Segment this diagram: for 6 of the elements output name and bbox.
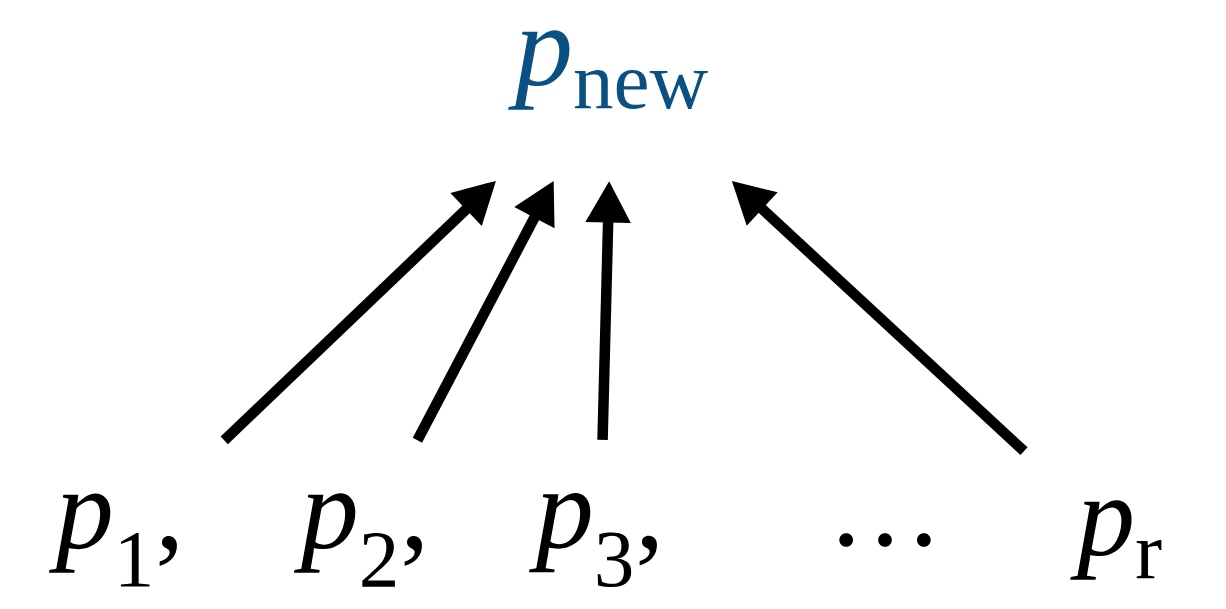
ellipsis: … (839, 533, 931, 547)
input-formula: p$_{r}$ (1070, 500, 1162, 580)
result-formula: p$_{new}$ (508, 30, 708, 110)
input-formula: p$_{1}$, (48, 493, 177, 587)
input-formula: p$_{3}$, (528, 492, 657, 588)
input-formula: p$_{2}$, (293, 493, 422, 587)
